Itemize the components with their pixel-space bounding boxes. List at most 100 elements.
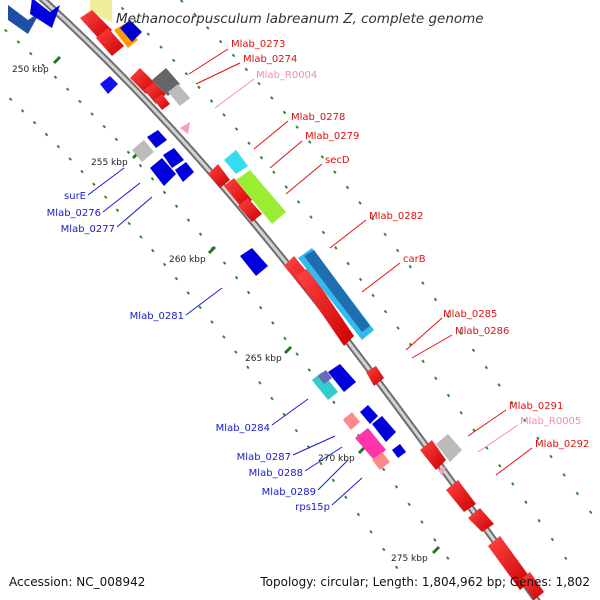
- feature-reverse-gene[interactable]: [328, 364, 356, 392]
- feature-reverse-gene[interactable]: [30, 0, 60, 28]
- grid-dot: [446, 556, 450, 560]
- gene-label-mlab-0289[interactable]: Mlab_0289: [262, 487, 316, 498]
- grid-dot: [257, 81, 261, 86]
- grid-dot: [151, 248, 155, 253]
- gene-label-rps15p[interactable]: rps15p: [295, 502, 330, 513]
- grid-dot: [115, 208, 120, 213]
- feature-rna-gene[interactable]: [180, 122, 190, 134]
- tick-label-265kbp: 265 kbp: [245, 354, 282, 364]
- grid-dot: [20, 109, 25, 113]
- feature-forward-gene[interactable]: [120, 20, 142, 42]
- grid-dot: [162, 262, 167, 267]
- gene-label-mlab-0284[interactable]: Mlab_0284: [216, 423, 270, 434]
- feature-reverse-gene[interactable]: [132, 140, 154, 162]
- grid-dot: [319, 461, 323, 466]
- gene-label-mlab-0273[interactable]: Mlab_0273: [231, 39, 285, 50]
- grid-dot: [523, 418, 527, 423]
- grid-dot: [549, 454, 553, 459]
- feature-rna-gene[interactable]: [438, 466, 446, 476]
- gene-label-mlab-0286[interactable]: Mlab_0286: [455, 326, 509, 337]
- gene-label-mlab-0281[interactable]: Mlab_0281: [130, 311, 184, 322]
- feature-forward-gene[interactable]: [168, 84, 190, 106]
- grid-dot: [346, 261, 350, 266]
- grid-dot: [356, 512, 361, 517]
- feature-rna-gene[interactable]: [355, 428, 386, 460]
- grid-dot: [433, 297, 438, 302]
- feature-reverse-gene[interactable]: [147, 130, 167, 148]
- grid-dot: [369, 530, 373, 534]
- gene-label-mlab-0291[interactable]: Mlab_0291: [509, 401, 563, 412]
- gene-label-secd[interactable]: secD: [325, 155, 350, 166]
- feature-reverse-gene[interactable]: [150, 158, 176, 186]
- grid-dot: [184, 71, 189, 76]
- feature-forward-gene[interactable]: [96, 28, 124, 56]
- feature-forward-gene[interactable]: [420, 440, 446, 470]
- feature-reverse-gene[interactable]: [163, 148, 184, 168]
- feature-reverse-gene[interactable]: [100, 76, 118, 94]
- feature-forward-gene[interactable]: [436, 434, 462, 462]
- feature-reverse-gene[interactable]: [312, 372, 338, 400]
- feature-forward-gene[interactable]: [238, 198, 262, 222]
- gene-label-sure[interactable]: surE: [64, 191, 86, 202]
- grid-dot: [198, 305, 202, 310]
- tick-mark: [52, 55, 62, 65]
- gene-label-mlab-r0004[interactable]: Mlab_R0004: [256, 70, 317, 81]
- feature-forward-gene[interactable]: [296, 268, 354, 346]
- position-tick-labels: 250 kbp 255 kbp 260 kbp 265 kbp 270 kbp …: [12, 65, 428, 564]
- grid-dot: [271, 321, 275, 325]
- feature-forward-gene[interactable]: [446, 480, 476, 512]
- tick-label-260kbp: 260 kbp: [169, 255, 206, 265]
- grid-dot: [284, 185, 288, 189]
- grid-dot: [90, 112, 94, 116]
- feature-reverse-gene[interactable]: [240, 248, 268, 276]
- grid-dot: [562, 473, 566, 477]
- position-dotted-lines: [4, 0, 593, 570]
- feature-forward-gene[interactable]: [366, 366, 384, 386]
- gene-label-mlab-0274[interactable]: Mlab_0274: [243, 54, 297, 65]
- grid-dot: [205, 26, 210, 30]
- grid-dot: [146, 32, 151, 36]
- feature-rna-gene[interactable]: [343, 412, 360, 430]
- feature-forward-gene[interactable]: [488, 536, 532, 590]
- grid-dot: [8, 97, 13, 102]
- grid-dot: [510, 400, 514, 405]
- feature-forward-gene[interactable]: [520, 572, 544, 600]
- grid-dot: [589, 510, 593, 514]
- tick-label-250kbp: 250 kbp: [12, 65, 49, 75]
- gene-label-carb[interactable]: carB: [403, 254, 426, 265]
- gene-label-mlab-0288[interactable]: Mlab_0288: [249, 468, 303, 479]
- feature-forward-gene[interactable]: [154, 94, 170, 110]
- feature-forward-gene[interactable]: [224, 150, 248, 174]
- grid-dot: [345, 185, 350, 190]
- gene-label-mlab-0282[interactable]: Mlab_0282: [369, 211, 423, 222]
- grid-dot: [80, 169, 84, 174]
- grid-dot: [434, 376, 438, 381]
- feature-reverse-gene[interactable]: [8, 5, 40, 34]
- gene-label-mlab-0276[interactable]: Mlab_0276: [47, 208, 101, 219]
- feature-forward-gene[interactable]: [90, 0, 112, 22]
- feature-reverse-gene[interactable]: [372, 416, 396, 442]
- feature-reverse-gene[interactable]: [175, 162, 194, 182]
- grid-dot: [536, 436, 540, 441]
- feature-reverse-gene[interactable]: [318, 370, 332, 384]
- tick-label-275kbp: 275 kbp: [391, 554, 428, 564]
- feature-forward-gene[interactable]: [208, 164, 230, 188]
- feature-forward-gene[interactable]: [468, 508, 494, 532]
- feature-reverse-gene[interactable]: [360, 405, 378, 424]
- grid-dot: [396, 326, 400, 330]
- gene-label-mlab-0287[interactable]: Mlab_0287: [237, 452, 291, 463]
- gene-label-mlab-0292[interactable]: Mlab_0292: [535, 439, 589, 450]
- grid-dot: [459, 410, 463, 415]
- grid-dot: [258, 305, 263, 310]
- grid-dot: [537, 518, 541, 523]
- feature-rna-gene[interactable]: [372, 452, 390, 470]
- gene-label-mlab-r0005[interactable]: Mlab_R0005: [520, 416, 581, 427]
- gene-label-mlab-0279[interactable]: Mlab_0279: [305, 131, 359, 142]
- gene-label-mlab-0285[interactable]: Mlab_0285: [443, 309, 497, 320]
- feature-forward-gene[interactable]: [236, 170, 286, 224]
- gene-label-mlab-0278[interactable]: Mlab_0278: [291, 112, 345, 123]
- grid-dot: [222, 113, 226, 117]
- feature-forward-gene[interactable]: [304, 250, 370, 332]
- gene-label-mlab-0277[interactable]: Mlab_0277: [61, 224, 115, 235]
- feature-reverse-gene[interactable]: [392, 444, 406, 458]
